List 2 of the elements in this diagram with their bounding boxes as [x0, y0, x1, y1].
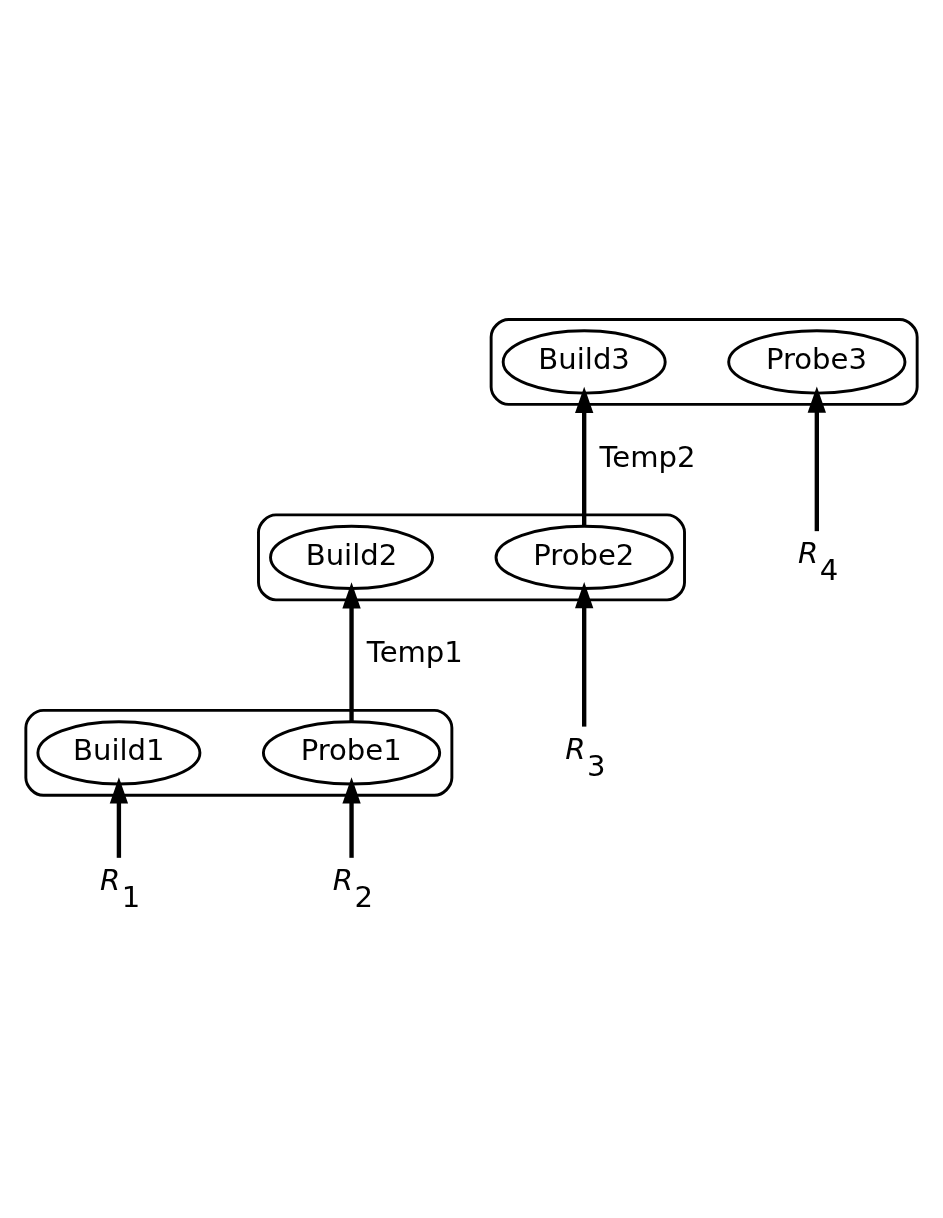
edge-label: Temp2	[599, 439, 696, 474]
edge-label: Temp1	[366, 635, 463, 670]
